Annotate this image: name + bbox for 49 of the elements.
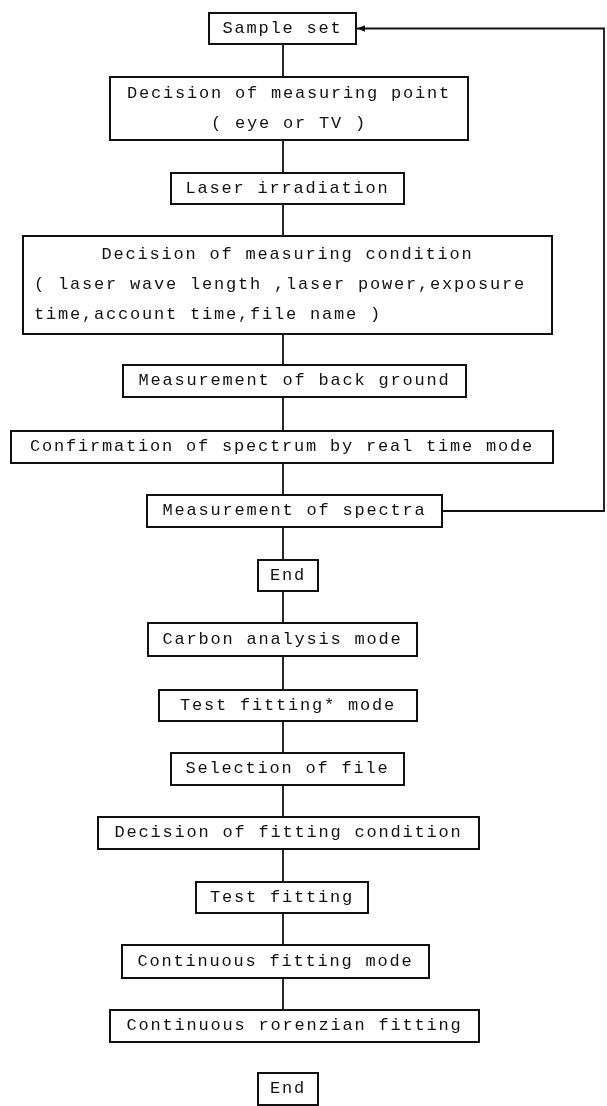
step-note: ( laser wave length ,laser power,exposure time,account time,file name ) <box>33 274 528 326</box>
step-label: Measurement of back ground <box>137 370 452 392</box>
step-label: Decision of measuring condition <box>100 244 475 266</box>
step-label: Carbon analysis mode <box>161 628 404 651</box>
step-label: End <box>269 564 307 587</box>
process-box <box>195 881 369 914</box>
connector-line <box>282 656 284 690</box>
process-box <box>22 235 553 335</box>
process-box <box>170 172 405 205</box>
connector-line <box>282 591 284 623</box>
step-label: End <box>269 1078 307 1100</box>
connector-line <box>282 527 284 560</box>
process-box <box>257 559 319 592</box>
connector-line <box>282 913 284 945</box>
process-box <box>122 364 467 398</box>
step-note: ( eye or TV ) <box>210 112 368 135</box>
connector-line <box>282 334 284 365</box>
connector-line <box>282 204 284 236</box>
connector-line <box>282 785 284 817</box>
process-box <box>97 816 480 850</box>
connector-line <box>282 397 284 431</box>
process-box <box>109 1009 480 1043</box>
connector-line <box>282 721 284 753</box>
arrow <box>356 25 605 512</box>
process-box <box>170 752 405 786</box>
process-box <box>121 944 430 979</box>
connector-line <box>282 44 284 77</box>
step-label: Sample set <box>221 17 344 40</box>
connector-line <box>282 140 284 173</box>
process-box <box>109 76 469 141</box>
connector-line <box>282 978 284 1010</box>
step-label: Test fitting <box>209 886 355 909</box>
step-label: Measurement of spectra <box>161 500 428 522</box>
step-label: Continuous rorenzian fitting <box>125 1015 464 1037</box>
step-label: Continuous fitting mode <box>136 950 415 973</box>
process-box <box>158 689 418 722</box>
step-label: Selection of file <box>184 758 391 780</box>
connector-line <box>282 849 284 882</box>
step-label: Laser irradiation <box>184 177 391 200</box>
step-label: Confirmation of spectrum by real time mode <box>28 436 536 458</box>
process-box <box>257 1072 319 1106</box>
step-label: Decision of fitting condition <box>113 822 464 844</box>
process-box <box>147 622 418 657</box>
step-label: Decision of measuring point <box>125 82 452 105</box>
process-box <box>146 494 443 528</box>
step-label: Test fitting* mode <box>179 694 397 717</box>
process-box <box>10 430 554 464</box>
connector-line <box>282 463 284 495</box>
process-box <box>208 12 357 45</box>
